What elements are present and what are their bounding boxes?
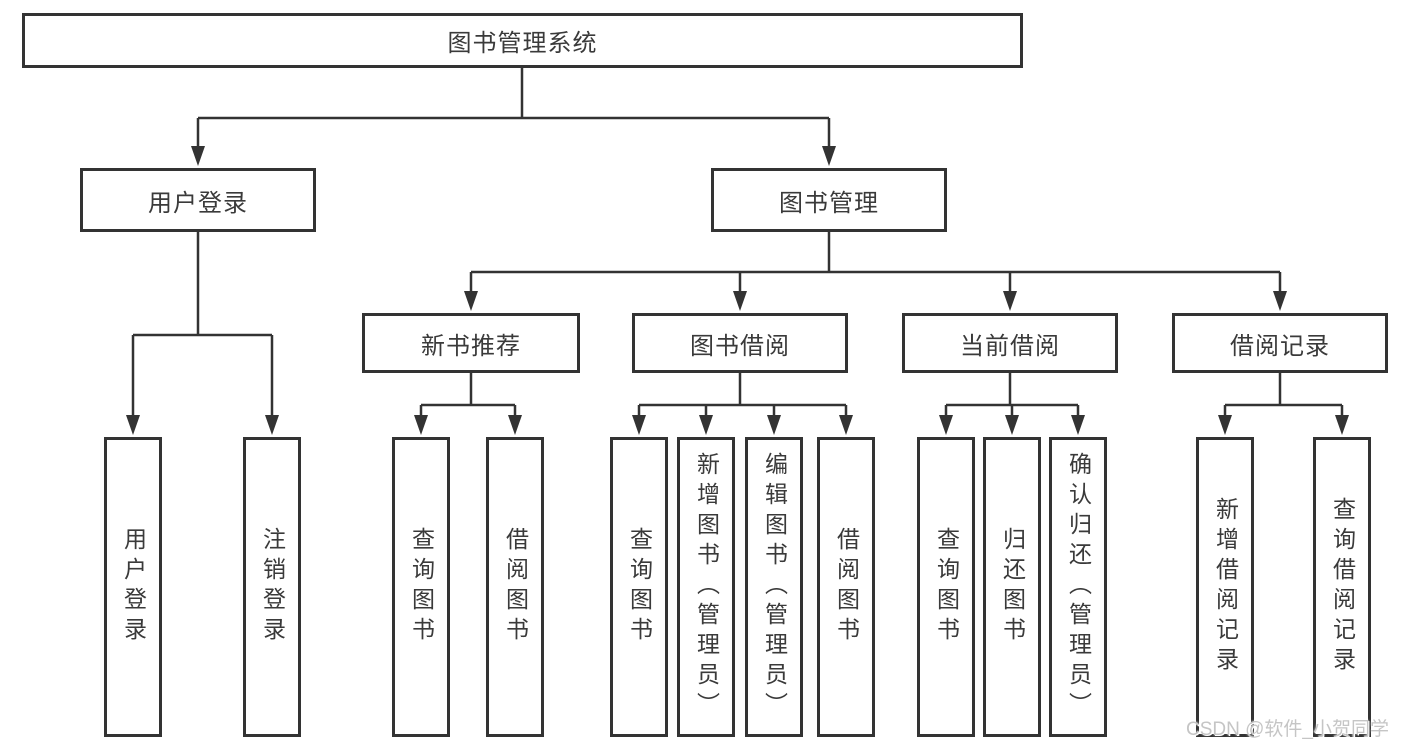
arrowhead-leaf-query-books-1: [414, 415, 428, 435]
leaf-borrow-books-1: 借阅图书: [486, 437, 544, 737]
leaf-label: 归还图书: [999, 527, 1026, 647]
arrowhead-leaf-edit-books: [767, 415, 781, 435]
arrowhead-book-management: [822, 146, 836, 166]
leaf-add-books-admin: 新增图书（管理员）: [677, 437, 735, 737]
node-current-borrowing: 当前借阅: [902, 313, 1118, 373]
leaf-confirm-return-admin: 确认归还（管理员）: [1049, 437, 1107, 737]
connector-root-to-level2: [196, 68, 831, 148]
arrowhead-current-borrowing: [1003, 291, 1017, 311]
leaf-edit-books-admin: 编辑图书（管理员）: [745, 437, 803, 737]
leaf-label: 借阅图书: [502, 527, 529, 647]
arrowhead-leaf-user-login: [126, 415, 140, 435]
leaf-label: 查询借阅记录: [1329, 497, 1356, 677]
connector-borrowing-records-children: [1223, 373, 1344, 417]
arrowhead-leaf-query-borrow-record: [1335, 415, 1349, 435]
connector-new-book-recommendation-children: [419, 373, 517, 417]
leaf-label: 借阅图书: [833, 527, 860, 647]
leaf-return-books: 归还图书: [983, 437, 1041, 737]
leaf-label: 查询图书: [408, 527, 435, 647]
arrowhead-user-login: [191, 146, 205, 166]
arrowhead-book-borrowing: [733, 291, 747, 311]
arrowhead-leaf-borrow-books-2: [839, 415, 853, 435]
node-user-login: 用户登录: [80, 168, 316, 232]
node-new-book-recommendation: 新书推荐: [362, 313, 580, 373]
leaf-label: 编辑图书（管理员）: [761, 452, 788, 722]
leaf-label: 注销登录: [259, 527, 286, 647]
leaf-query-books-2: 查询图书: [610, 437, 668, 737]
leaf-borrow-books-2: 借阅图书: [817, 437, 875, 737]
connector-book-borrowing-children: [637, 373, 848, 417]
leaf-query-borrow-record: 查询借阅记录: [1313, 437, 1371, 737]
node-book-borrowing: 图书借阅: [632, 313, 848, 373]
arrowhead-borrowing-records: [1273, 291, 1287, 311]
arrowhead-leaf-query-books-2: [632, 415, 646, 435]
node-library-management-system: 图书管理系统: [22, 13, 1023, 68]
leaf-label: 查询图书: [933, 527, 960, 647]
node-book-management: 图书管理: [711, 168, 947, 232]
leaf-query-books-3: 查询图书: [917, 437, 975, 737]
leaf-add-borrow-record: 新增借阅记录: [1196, 437, 1254, 737]
csdn-watermark: CSDN @软件_小贺同学: [1186, 719, 1389, 740]
connector-current-borrowing-children: [944, 373, 1080, 417]
arrowhead-leaf-add-books: [699, 415, 713, 435]
leaf-label: 查询图书: [626, 527, 653, 647]
leaf-label: 新增图书（管理员）: [693, 452, 720, 722]
arrowhead-new-book-recommendation: [464, 291, 478, 311]
arrowhead-leaf-confirm-return: [1071, 415, 1085, 435]
arrowhead-leaf-add-borrow-record: [1218, 415, 1232, 435]
leaf-label: 用户登录: [120, 527, 147, 647]
connector-book-management-children: [469, 232, 1282, 293]
node-borrowing-records: 借阅记录: [1172, 313, 1388, 373]
arrowhead-leaf-borrow-books-1: [508, 415, 522, 435]
leaf-label: 确认归还（管理员）: [1065, 452, 1092, 722]
arrowhead-leaf-logout: [265, 415, 279, 435]
connector-user-login-children: [131, 232, 274, 417]
arrowhead-leaf-return-books: [1005, 415, 1019, 435]
leaf-query-books-1: 查询图书: [392, 437, 450, 737]
arrowhead-leaf-query-books-3: [939, 415, 953, 435]
leaf-user-login: 用户登录: [104, 437, 162, 737]
leaf-label: 新增借阅记录: [1212, 497, 1239, 677]
leaf-logout: 注销登录: [243, 437, 301, 737]
